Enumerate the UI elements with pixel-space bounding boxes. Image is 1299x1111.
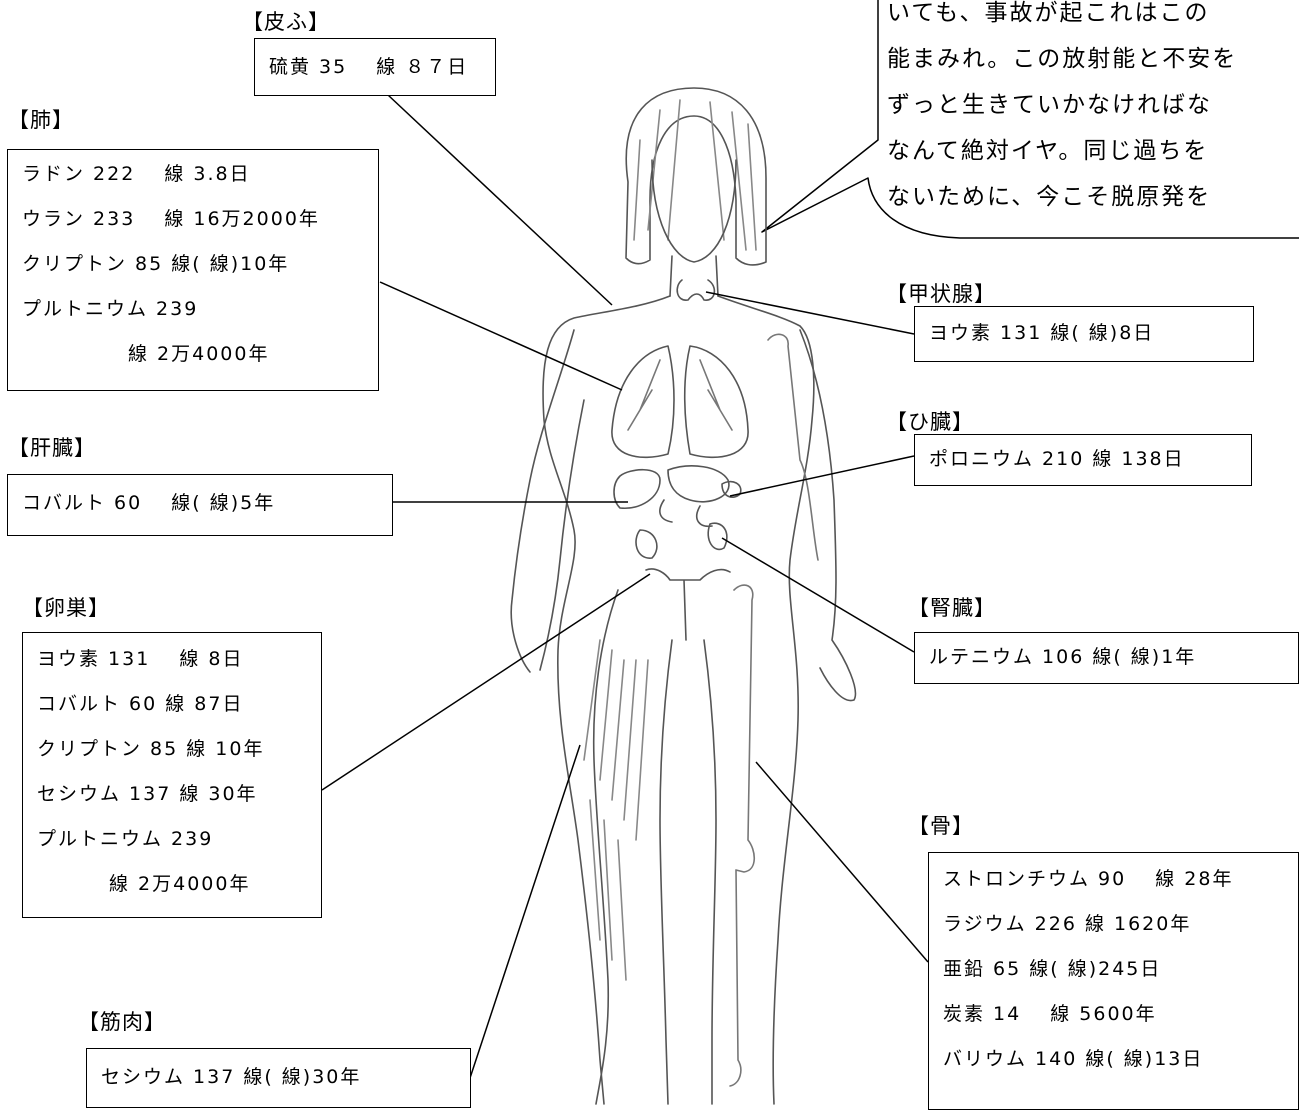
skin-connector [387,94,613,306]
right-kidney [707,522,728,551]
thyroid-box: ヨウ素 131 線( 線)8日 [914,306,1254,362]
isotope-line: コバルト 60 線( 線)5年 [22,492,276,514]
liver-title: 【肝臓】 [8,436,96,460]
spleen-connector [729,455,915,497]
spleen-box: ポロニウム 210 線 138日 [914,434,1252,486]
right-leg-inner [703,639,717,1105]
isotope-line: バリウム 140 線( 線)13日 [943,1048,1204,1070]
isotope-line: 線 2万4000年 [128,343,270,365]
isotope-line: プルトニウム 239 [37,828,214,850]
isotope-line: ヨウ素 131 線( 線)8日 [929,322,1155,344]
isotope-line: ウラン 233 線 16万2000年 [22,208,320,230]
isotope-line: クリプトン 85 線( 線)10年 [22,253,290,275]
hair-strands [633,99,757,251]
ovary [645,568,731,641]
isotope-line: ストロンチウム 90 線 28年 [943,868,1234,890]
neck [669,255,719,297]
isotope-line: 線 2万4000年 [109,873,251,895]
muscle-title: 【筋肉】 [78,1010,166,1034]
left-kidney [635,529,658,559]
muscle-connector [469,744,581,1079]
isotope-line: コバルト 60 線 87日 [37,693,244,715]
spleen-title: 【ひ臓】 [886,410,974,434]
lung-box: ラドン 222 線 3.8日 ウラン 233 線 16万2000年 クリプトン … [7,149,379,391]
intestine [659,499,713,528]
thyroid-title: 【甲状腺】 [886,282,996,306]
bubble-line: ずっと生きていかなければな [887,92,1212,118]
bubble-line: いても、事故が起これはこの [887,0,1210,26]
torso-right [717,295,815,1105]
left-arm-inner [539,399,585,671]
speech-bubble-outline [761,0,1299,239]
left-leg-inner [659,639,673,1105]
isotope-line: 亜鉛 65 線( 線)245日 [943,958,1162,980]
ovary-title: 【卵巣】 [22,596,110,620]
isotope-line: ルテニウム 106 線( 線)1年 [929,646,1197,668]
isotope-line: ポロニウム 210 線 138日 [929,448,1185,470]
thyroid-connector [705,291,915,335]
speech-bubble-text: いても、事故が起これはこの 能まみれ。この放射能と不安を ずっと生きていかなけれ… [887,0,1237,220]
bone-connector [755,761,929,963]
leg-bone [729,584,756,1087]
isotope-line: セシウム 137 線( 線)30年 [101,1066,362,1088]
left-arm [510,329,575,673]
bone-box: ストロンチウム 90 線 28年 ラジウム 226 線 1620年 亜鉛 65 … [928,852,1299,1110]
ovary-connector [321,573,651,791]
lung-title: 【肺】 [8,108,74,132]
isotope-line: クリプトン 85 線 10年 [37,738,265,760]
isotope-line: セシウム 137 線 30年 [37,783,258,805]
left-lung [611,345,675,459]
bubble-line: ないために、今こそ脱原発を [887,184,1212,210]
isotope-line: ラドン 222 線 3.8日 [22,163,251,185]
ovary-box: ヨウ素 131 線 8日 コバルト 60 線 87日 クリプトン 85 線 10… [22,632,322,918]
isotope-line: ヨウ素 131 線 8日 [37,648,244,670]
skin-box: 硫黄 35 線 ８７日 [254,38,496,96]
kidney-connector [721,537,915,653]
isotope-line: 硫黄 35 線 ８７日 [269,56,469,78]
muscle-box: セシウム 137 線( 線)30年 [86,1048,471,1108]
bubble-line: なんて絶対イヤ。同じ過ちを [887,138,1209,164]
right-lung [683,345,749,459]
kidney-box: ルテニウム 106 線( 線)1年 [914,632,1299,684]
liver [613,468,661,509]
stomach [667,465,730,503]
isotope-line: プルトニウム 239 [22,298,199,320]
liver-box: コバルト 60 線( 線)5年 [7,474,393,536]
isotope-line: 炭素 14 線 5600年 [943,1003,1157,1025]
torso [542,295,671,1105]
skin-title: 【皮ふ】 [242,10,330,34]
hair [625,87,767,266]
kidney-title: 【腎臓】 [908,596,996,620]
bone-title: 【骨】 [908,814,974,838]
lung-veins [627,359,733,431]
isotope-line: ラジウム 226 線 1620年 [943,913,1192,935]
bubble-line: 能まみれ。この放射能と不安を [887,46,1238,72]
lung-connector [379,281,623,391]
right-arm-bone [767,333,819,561]
face [651,159,737,263]
muscle-fibers [583,639,649,981]
left-leg [592,589,619,1105]
